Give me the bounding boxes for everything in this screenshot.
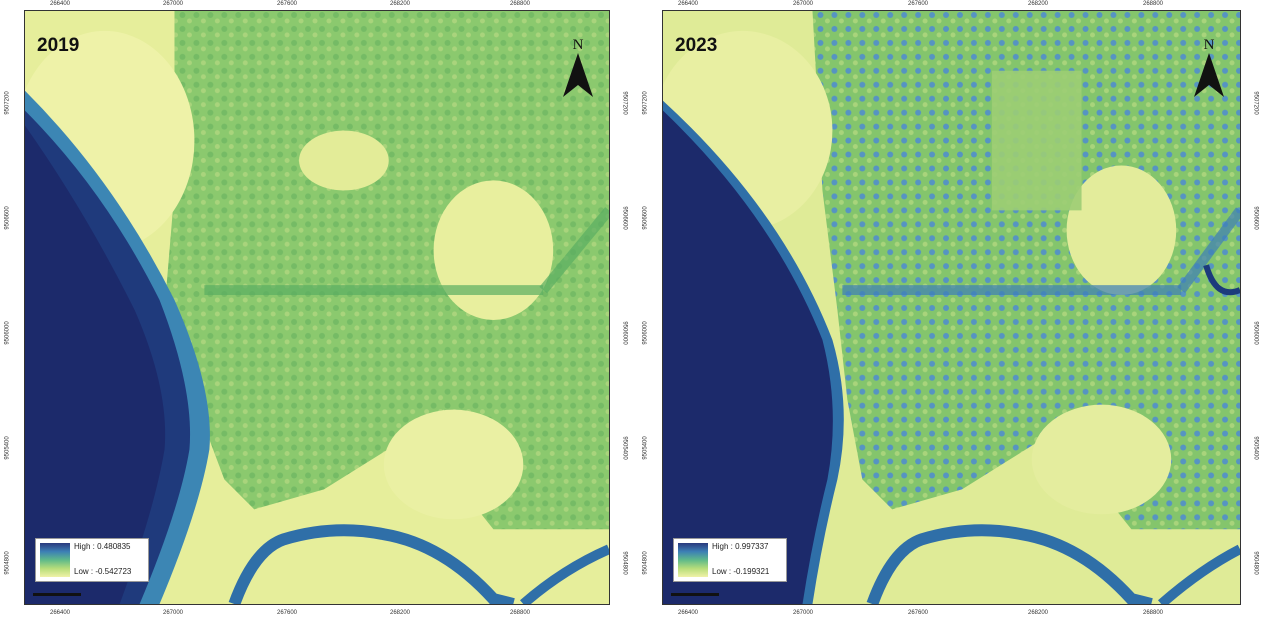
x-tick-bottom: 268200 bbox=[1027, 610, 1049, 616]
ndvi-map-2023 bbox=[663, 11, 1240, 604]
x-tick-bottom: 266400 bbox=[677, 610, 699, 616]
x-tick-bottom: 268800 bbox=[1142, 610, 1164, 616]
legend-color-ramp bbox=[678, 543, 708, 577]
x-tick-top: 267000 bbox=[792, 1, 814, 7]
y-tick-right: 9506600 bbox=[621, 206, 628, 230]
y-tick-left: 9507200 bbox=[4, 91, 11, 115]
y-tick-left: 9505400 bbox=[4, 436, 11, 460]
x-tick-bottom: 267000 bbox=[792, 610, 814, 616]
y-tick-left: 9505400 bbox=[642, 436, 649, 460]
map-legend: High : 0.997337 Low : -0.199321 bbox=[673, 538, 787, 582]
y-tick-left: 9507200 bbox=[642, 91, 649, 115]
legend-color-ramp bbox=[40, 543, 70, 577]
legend-high-label: High : 0.480835 bbox=[74, 542, 131, 551]
y-tick-right: 9506600 bbox=[1252, 206, 1259, 230]
x-tick-top: 268200 bbox=[389, 1, 411, 7]
y-tick-left: 9506600 bbox=[4, 206, 11, 230]
x-tick-bottom: 267000 bbox=[162, 610, 184, 616]
x-tick-top: 267000 bbox=[162, 1, 184, 7]
scale-bar bbox=[33, 593, 81, 596]
legend-low-label: Low : -0.542723 bbox=[74, 567, 132, 576]
map-frame: 2023 N High : 0.997337 Low : -0.199321 bbox=[662, 10, 1241, 605]
north-arrow-icon bbox=[563, 53, 593, 97]
north-label: N bbox=[572, 37, 584, 53]
x-tick-bottom: 268800 bbox=[509, 610, 531, 616]
y-tick-left: 9506000 bbox=[642, 321, 649, 345]
x-tick-bottom: 267600 bbox=[907, 610, 929, 616]
scale-bar bbox=[671, 593, 719, 596]
y-tick-right: 9506000 bbox=[621, 321, 628, 345]
north-arrow: N bbox=[1192, 37, 1226, 107]
map-panel-2019: 266400 267000 267600 268200 268800 26640… bbox=[0, 0, 630, 619]
x-tick-top: 266400 bbox=[49, 1, 71, 7]
north-label: N bbox=[1203, 37, 1215, 53]
y-tick-left: 9506000 bbox=[4, 321, 11, 345]
legend-high-label: High : 0.997337 bbox=[712, 542, 769, 551]
x-tick-top: 268200 bbox=[1027, 1, 1049, 7]
x-tick-bottom: 266400 bbox=[49, 610, 71, 616]
ndvi-map-2019 bbox=[25, 11, 609, 604]
y-tick-right: 9504800 bbox=[1252, 551, 1259, 575]
x-tick-top: 266400 bbox=[677, 1, 699, 7]
y-tick-left: 9504800 bbox=[4, 551, 11, 575]
legend-low-label: Low : -0.199321 bbox=[712, 567, 770, 576]
x-tick-top: 268800 bbox=[509, 1, 531, 7]
x-tick-bottom: 268200 bbox=[389, 610, 411, 616]
map-year-label: 2019 bbox=[37, 35, 80, 56]
map-year-label: 2023 bbox=[675, 35, 718, 56]
y-tick-right: 9506000 bbox=[1252, 321, 1259, 345]
map-legend: High : 0.480835 Low : -0.542723 bbox=[35, 538, 149, 582]
north-arrow-icon bbox=[1194, 53, 1224, 97]
y-tick-right: 9505400 bbox=[621, 436, 628, 460]
y-tick-right: 9504800 bbox=[621, 551, 628, 575]
x-tick-bottom: 267600 bbox=[276, 610, 298, 616]
y-tick-right: 9507200 bbox=[1252, 91, 1259, 115]
y-tick-left: 9504800 bbox=[642, 551, 649, 575]
y-tick-left: 9506600 bbox=[642, 206, 649, 230]
x-tick-top: 267600 bbox=[276, 1, 298, 7]
x-tick-top: 267600 bbox=[907, 1, 929, 7]
north-arrow: N bbox=[561, 37, 595, 107]
y-tick-right: 9507200 bbox=[621, 91, 628, 115]
map-panel-2023: 266400 267000 267600 268200 268800 26640… bbox=[638, 0, 1261, 619]
map-frame: 2019 N High : 0.480835 Low : -0.542723 bbox=[24, 10, 610, 605]
x-tick-top: 268800 bbox=[1142, 1, 1164, 7]
y-tick-right: 9505400 bbox=[1252, 436, 1259, 460]
